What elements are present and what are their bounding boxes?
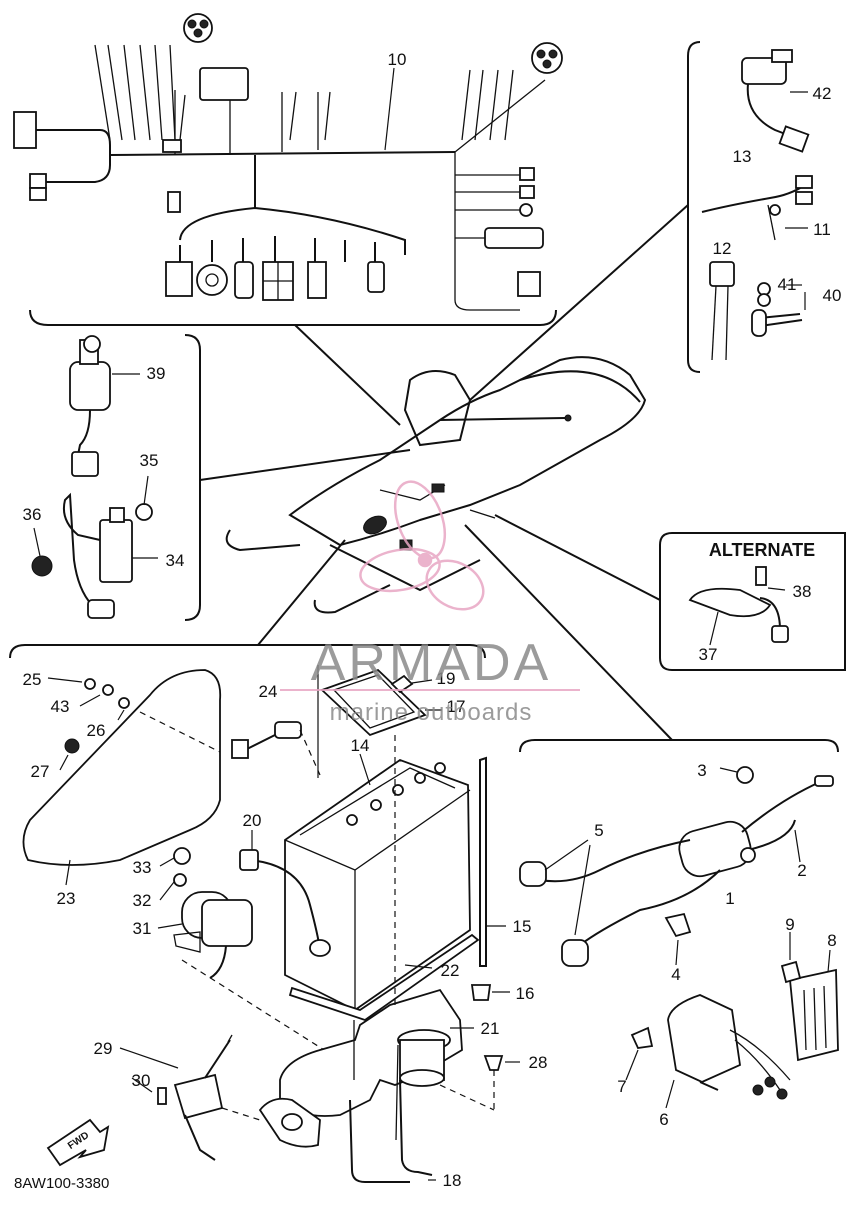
group-leaders <box>199 204 689 741</box>
left-mid-parts <box>31 335 158 619</box>
callout-27: 27 <box>31 762 50 781</box>
callout-18: 18 <box>443 1171 462 1190</box>
callout-14: 14 <box>351 736 370 755</box>
group-brackets <box>9 41 846 753</box>
watermark: ARMADA marine outboards <box>280 480 580 726</box>
callout-4: 4 <box>671 965 680 984</box>
alternate-parts <box>688 566 789 646</box>
ignition-parts <box>519 766 839 1109</box>
main-wire-harness <box>13 13 563 311</box>
callout-15: 15 <box>513 917 532 936</box>
callout-16: 16 <box>516 984 535 1003</box>
callout-10: 10 <box>388 50 407 69</box>
callout-38: 38 <box>793 582 812 601</box>
callout-31: 31 <box>133 919 152 938</box>
armada-logo-icon <box>359 480 485 611</box>
callout-41: 41 <box>778 275 797 294</box>
watermark-tagline: marine outboards <box>330 699 533 726</box>
callout-33: 33 <box>133 858 152 877</box>
callout-19: 19 <box>437 669 456 688</box>
callout-43: 43 <box>51 697 70 716</box>
drawing-code: 8AW100-3380 <box>14 1175 109 1192</box>
callout-8: 8 <box>827 931 836 950</box>
callout-3: 3 <box>697 761 706 780</box>
right-top-parts <box>701 49 813 361</box>
callout-9: 9 <box>785 915 794 934</box>
watermark-brand: ARMADA <box>311 634 551 692</box>
callout-37: 37 <box>699 645 718 664</box>
callout-12: 12 <box>713 239 732 258</box>
callout-22: 22 <box>441 961 460 980</box>
alternate-label: ALTERNATE <box>709 540 815 560</box>
callout-5: 5 <box>594 821 603 840</box>
callout-30: 30 <box>132 1071 151 1090</box>
callout-34: 34 <box>166 551 185 570</box>
callout-2: 2 <box>797 861 806 880</box>
callouts: 1 2 3 4 5 6 7 8 9 10 11 12 13 14 15 16 1… <box>14 50 841 1192</box>
callout-29: 29 <box>94 1039 113 1058</box>
callout-1: 1 <box>725 889 734 908</box>
callout-32: 32 <box>133 891 152 910</box>
callout-24: 24 <box>259 682 278 701</box>
callout-20: 20 <box>243 811 262 830</box>
callout-35: 35 <box>140 451 159 470</box>
callout-40: 40 <box>823 286 842 305</box>
callout-26: 26 <box>87 721 106 740</box>
callout-6: 6 <box>659 1110 668 1129</box>
callout-13: 13 <box>733 147 752 166</box>
callout-25: 25 <box>23 670 42 689</box>
callout-17: 17 <box>447 697 466 716</box>
callout-21: 21 <box>481 1019 500 1038</box>
snowmobile-body <box>225 356 647 614</box>
callout-42: 42 <box>813 84 832 103</box>
battery-area-parts <box>22 665 520 1183</box>
callout-7: 7 <box>617 1077 626 1096</box>
callout-39: 39 <box>147 364 166 383</box>
callout-28: 28 <box>529 1053 548 1072</box>
callout-36: 36 <box>23 505 42 524</box>
callout-23: 23 <box>57 889 76 908</box>
callout-11: 11 <box>813 220 831 239</box>
